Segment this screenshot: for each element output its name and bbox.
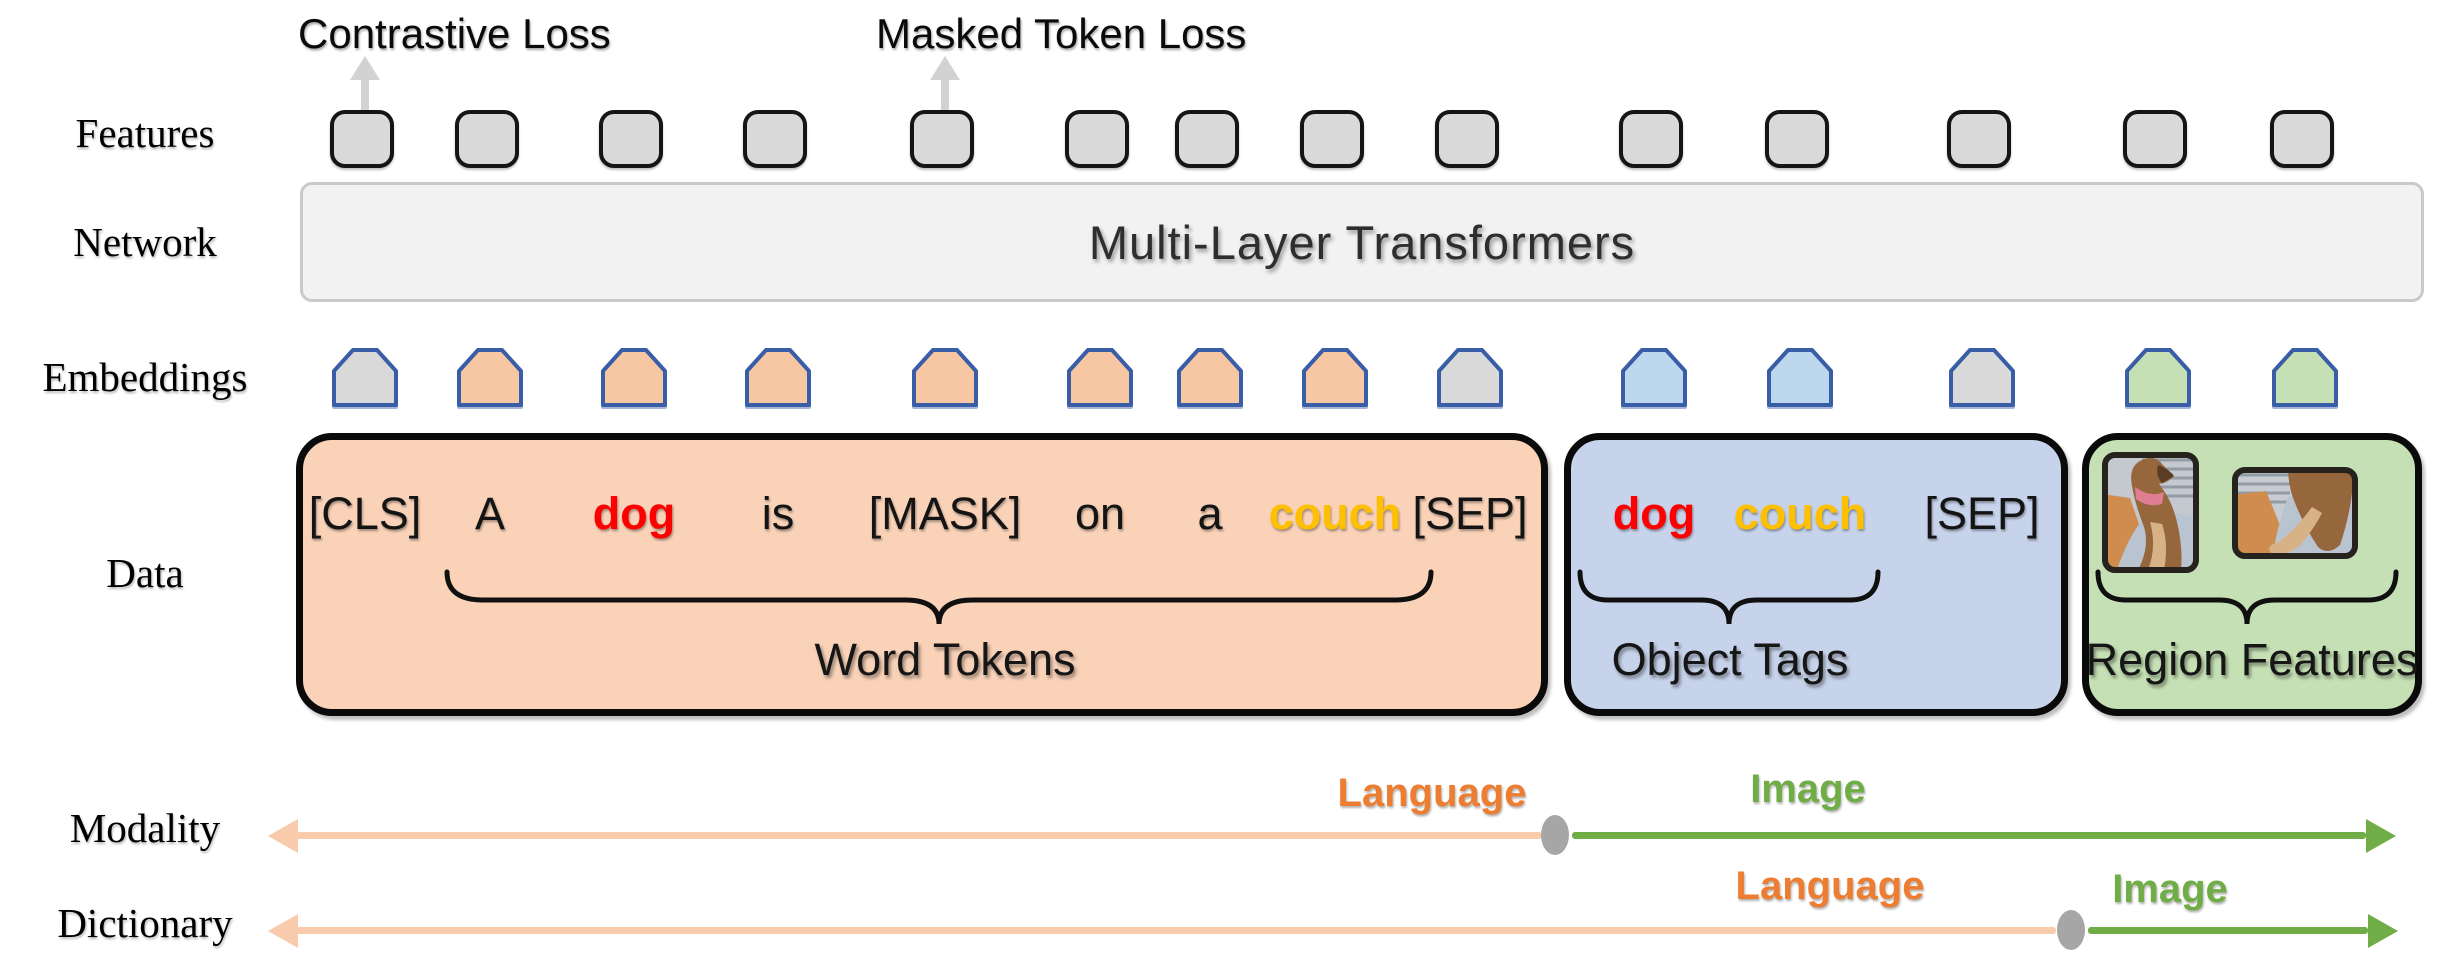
token: is	[761, 488, 795, 539]
dog-region-photo-2	[2232, 467, 2358, 564]
row-label-dictionary: Dictionary	[57, 900, 233, 946]
feature-box	[1765, 110, 1829, 168]
token: couch	[1733, 488, 1867, 539]
loss-arrow-head	[930, 56, 960, 80]
embedding-shape-region	[2123, 345, 2193, 407]
token: on	[1074, 488, 1126, 539]
token: [SEP]	[1924, 488, 2040, 539]
token: dog	[592, 488, 676, 539]
feature-box	[1175, 110, 1239, 168]
feature-box	[1947, 110, 2011, 168]
modality-language-label: Language	[1337, 771, 1527, 815]
word-tokens-label: Word Tokens	[814, 634, 1076, 685]
feature-box	[743, 110, 807, 168]
dog-region-photo-1	[2102, 452, 2199, 578]
dictionary-language-line	[296, 927, 2056, 934]
modality-image-line	[1572, 832, 2366, 839]
embedding-shape-word	[1175, 345, 1245, 407]
network-title: Multi-Layer Transformers	[1088, 215, 1636, 269]
embedding-shape-word	[743, 345, 813, 407]
object-tags-label: Object Tags	[1611, 634, 1849, 685]
row-label-features: Features	[75, 110, 215, 156]
region-features-brace	[2095, 569, 2399, 625]
embedding-shape-word	[910, 345, 980, 407]
token: dog	[1612, 488, 1696, 539]
dictionary-image-label: Image	[2112, 867, 2228, 911]
dictionary-image-line	[2088, 927, 2368, 934]
feature-box	[910, 110, 974, 168]
token: a	[1197, 488, 1223, 539]
word-tokens-brace	[444, 569, 1434, 625]
embedding-shape-word	[1065, 345, 1135, 407]
embedding-shape-word	[1300, 345, 1370, 407]
token: couch	[1268, 488, 1402, 539]
feature-box	[1300, 110, 1364, 168]
dictionary-right-arrowhead	[2368, 914, 2398, 948]
row-label-modality: Modality	[69, 805, 221, 851]
embedding-shape-tag	[1619, 345, 1689, 407]
feature-box	[599, 110, 663, 168]
contrastive-loss-label: Contrastive Loss	[298, 10, 611, 57]
token: [SEP]	[1412, 488, 1528, 539]
token: [MASK]	[868, 488, 1022, 539]
feature-box	[2123, 110, 2187, 168]
embedding-shape-region	[2270, 345, 2340, 407]
modality-left-arrowhead	[268, 819, 298, 853]
masked-token-loss-label: Masked Token Loss	[876, 10, 1247, 57]
embedding-shape-tag	[1765, 345, 1835, 407]
embedding-shape-word	[455, 345, 525, 407]
loss-arrow-head	[350, 56, 380, 80]
feature-box	[2270, 110, 2334, 168]
feature-box	[455, 110, 519, 168]
token: A	[474, 488, 506, 539]
feature-box	[1619, 110, 1683, 168]
loss-arrow-stem	[361, 78, 369, 110]
embedding-shape-special	[1947, 345, 2017, 407]
word-tokens-box	[296, 433, 1548, 716]
embedding-shape-special	[330, 345, 400, 407]
row-label-embeddings: Embeddings	[42, 354, 248, 400]
object-tags-box	[1564, 433, 2068, 716]
modality-language-line	[296, 832, 1542, 839]
network-box: Multi-Layer Transformers	[300, 182, 2424, 302]
feature-box	[330, 110, 394, 168]
dictionary-left-arrowhead	[268, 914, 298, 948]
dictionary-split-dot	[2057, 910, 2085, 950]
modality-right-arrowhead	[2366, 819, 2396, 853]
embedding-shape-word	[599, 345, 669, 407]
embedding-shape-special	[1435, 345, 1505, 407]
feature-box	[1065, 110, 1129, 168]
dictionary-language-label: Language	[1735, 864, 1925, 908]
row-label-data: Data	[106, 550, 184, 596]
modality-image-label: Image	[1750, 767, 1866, 811]
modality-split-dot	[1541, 815, 1569, 855]
row-label-network: Network	[73, 219, 217, 265]
loss-arrow-stem	[941, 78, 949, 110]
feature-box	[1435, 110, 1499, 168]
region-features-label: Region Features	[2085, 634, 2419, 685]
object-tags-brace	[1577, 569, 1881, 625]
token: [CLS]	[308, 488, 422, 539]
